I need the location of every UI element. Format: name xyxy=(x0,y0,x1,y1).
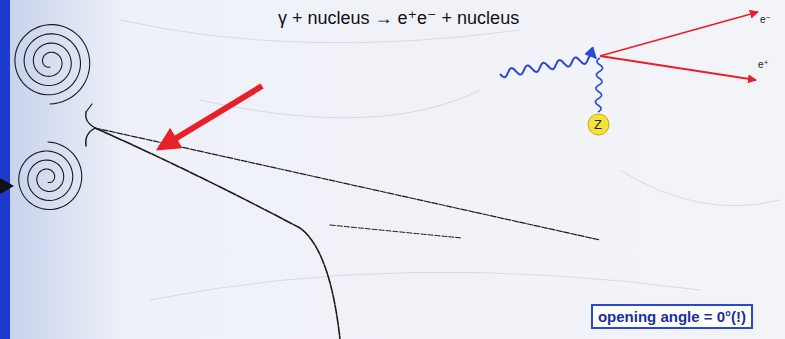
electron-label: e⁻ xyxy=(760,14,771,25)
positron-line xyxy=(600,56,756,80)
red-pointer-arrow xyxy=(160,86,262,148)
nucleus-symbol: Z xyxy=(594,117,602,132)
electron-line xyxy=(600,12,758,56)
positron-label: e⁺ xyxy=(758,59,769,70)
note-text: opening angle = 0°(!) xyxy=(598,308,746,325)
particle-tracks xyxy=(15,25,600,339)
faint-background-tracks xyxy=(120,20,780,300)
exchange-photon-line xyxy=(595,58,602,112)
photo-panel xyxy=(10,0,785,339)
photon-wavy-line xyxy=(500,55,596,77)
note-box: opening angle = 0°(!) xyxy=(591,304,753,329)
pointer-triangle xyxy=(0,178,14,194)
nucleus-circle: Z xyxy=(587,113,610,136)
reaction-title: γ + nucleus → e⁺e⁻ + nucleus xyxy=(278,7,519,29)
